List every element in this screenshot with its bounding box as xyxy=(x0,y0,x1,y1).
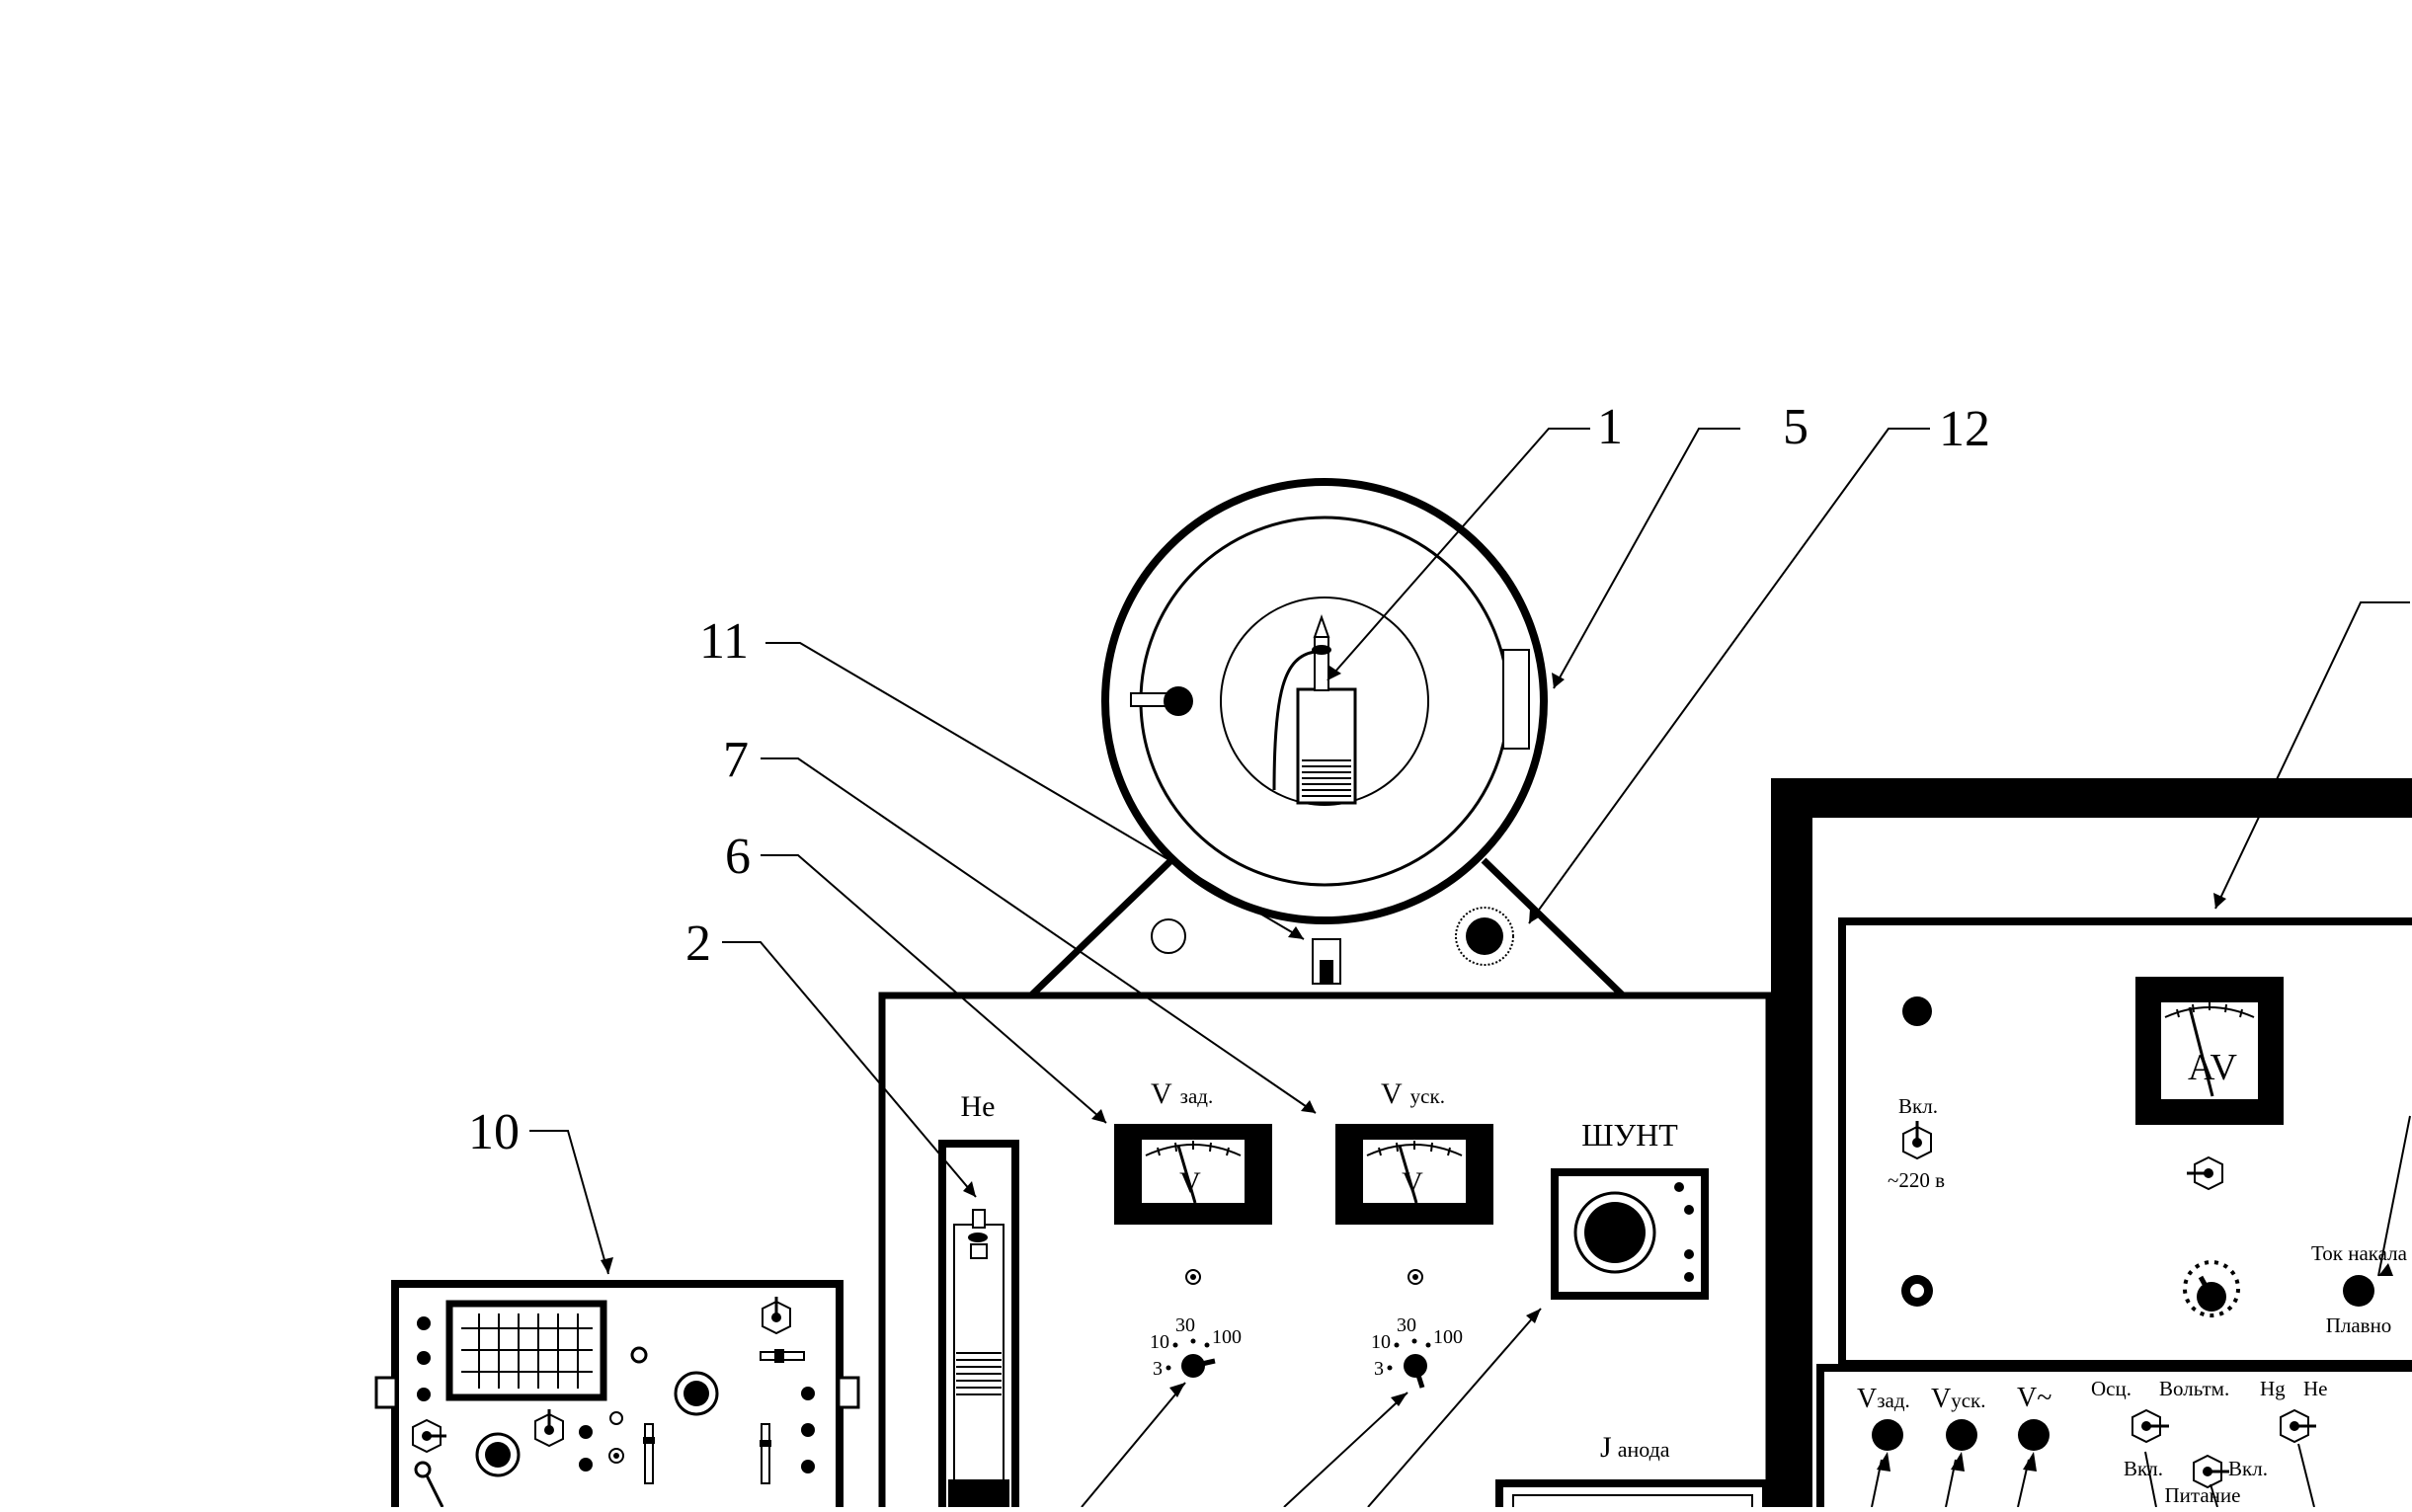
callout-12: 12 xyxy=(1939,401,1990,457)
power-label: ~220 в xyxy=(1888,1168,1945,1192)
strip-hg: Hg xyxy=(2260,1377,2286,1400)
strip-v-ac: V~ xyxy=(2017,1383,2051,1413)
strip-pitanie: Питание xyxy=(2165,1483,2241,1507)
v-zad-indicator xyxy=(1185,1269,1201,1285)
oscilloscope-slider-2[interactable] xyxy=(761,1423,770,1484)
callout-2: 2 xyxy=(685,915,711,972)
v-zad-range-30: 30 xyxy=(1175,1314,1195,1336)
v-usk-label-main: V xyxy=(1381,1077,1403,1110)
stand-right-leg xyxy=(1481,857,1625,997)
svg-text:Vзад.: Vзад. xyxy=(1151,1077,1213,1110)
tok-nakala-knob[interactable] xyxy=(2343,1275,2374,1307)
strip-vkl-2: Вкл. xyxy=(2228,1457,2268,1480)
stand-hole xyxy=(1151,918,1186,954)
svg-text:Vуск.: Vуск. xyxy=(1931,1384,1986,1414)
chamber-outer-ring xyxy=(1101,478,1548,924)
strip-v-zad-sub: зад. xyxy=(1877,1389,1910,1412)
v-usk-indicator xyxy=(1407,1269,1423,1285)
v-zad-meter-symbol: V xyxy=(1179,1166,1201,1199)
he-label: He xyxy=(961,1090,996,1123)
bottom-strip-frame xyxy=(1816,1364,2412,1512)
v-zad-range-10: 10 xyxy=(1150,1331,1169,1353)
av-meter: AV xyxy=(2135,977,2284,1125)
rheostat-knob[interactable] xyxy=(2183,1260,2240,1317)
chamber-left-knob xyxy=(1164,686,1193,716)
tok-nakala-label: Ток накала xyxy=(2311,1241,2408,1265)
chamber-tube xyxy=(1272,613,1357,805)
strip-he: He xyxy=(2303,1377,2328,1400)
callout-5: 5 xyxy=(1783,399,1809,455)
v-zad-range-100: 100 xyxy=(1212,1326,1242,1348)
right-vkl-label: Вкл. xyxy=(1898,1094,1938,1118)
callout-10: 10 xyxy=(468,1104,520,1160)
strip-osc: Осц. xyxy=(2091,1377,2131,1400)
oscilloscope-slider-1[interactable] xyxy=(644,1423,654,1484)
oscilloscope-main-knob[interactable] xyxy=(475,1432,521,1477)
v-usk-range-10: 10 xyxy=(1371,1331,1391,1353)
oscilloscope-frame xyxy=(391,1280,844,1512)
chamber-window xyxy=(1220,597,1429,806)
j-anoda-sub: анода xyxy=(1618,1437,1670,1462)
he-tube-lamp xyxy=(948,1209,1009,1509)
strip-v-ac-jack[interactable] xyxy=(2018,1419,2050,1451)
svg-text:Vзад.: Vзад. xyxy=(1857,1384,1910,1414)
strip-v-usk-main: V xyxy=(1931,1384,1951,1414)
center-cabinet-frame xyxy=(878,992,1773,1512)
plavno-label: Плавно xyxy=(2326,1313,2392,1337)
strip-vkl-1: Вкл. xyxy=(2124,1457,2163,1480)
chamber xyxy=(1029,478,1625,997)
v-usk-range-3: 3 xyxy=(1374,1358,1384,1380)
strip-voltm: Вольтм. xyxy=(2159,1377,2229,1400)
stand-dial-knob xyxy=(1466,917,1503,955)
v-usk-range-selector[interactable]: 10 30 100 3 xyxy=(1371,1314,1463,1389)
callout-1: 1 xyxy=(1597,399,1623,455)
v-zad-range-selector[interactable]: 10 30 100 3 xyxy=(1150,1314,1242,1380)
callout-11: 11 xyxy=(699,613,749,670)
svg-text:Vуск.: Vуск. xyxy=(1381,1077,1445,1110)
j-anoda-main: J xyxy=(1600,1431,1612,1464)
callout-6: 6 xyxy=(725,829,751,885)
shunt-box xyxy=(1551,1168,1709,1300)
oscilloscope xyxy=(374,1280,860,1512)
right-cabinet: AV Вкл. ~220 в Ток накала Плавно Vзад. V… xyxy=(1771,778,2412,1512)
right-panel-lamp xyxy=(1902,996,1932,1026)
v-zad-label-main: V xyxy=(1151,1077,1172,1110)
stand-left-leg xyxy=(1029,857,1174,997)
shunt-label: ШУНТ xyxy=(1581,1117,1678,1153)
callouts xyxy=(529,428,2411,1508)
strip-v-usk-sub: уск. xyxy=(1951,1389,1985,1412)
v-zad-range-3: 3 xyxy=(1153,1358,1163,1380)
v-usk-label-sub: уск. xyxy=(1410,1084,1445,1108)
chamber-latch xyxy=(1502,649,1530,750)
v-usk-meter: V xyxy=(1335,1124,1493,1225)
v-usk-range-30: 30 xyxy=(1397,1314,1416,1336)
v-usk-range-100: 100 xyxy=(1433,1326,1463,1348)
v-zad-label-sub: зад. xyxy=(1180,1084,1214,1108)
av-meter-symbol: AV xyxy=(2188,1047,2238,1088)
callout-arrowheads xyxy=(601,666,2393,1406)
strip-v-zad-jack[interactable] xyxy=(1872,1419,1903,1451)
strip-v-usk-jack[interactable] xyxy=(1946,1419,1977,1451)
v-usk-meter-symbol: V xyxy=(1402,1166,1423,1199)
shunt-knob[interactable] xyxy=(1584,1202,1646,1263)
callout-numbers: 1 5 12 11 7 6 2 10 3 xyxy=(468,399,1990,1160)
strip-v-zad-main: V xyxy=(1857,1384,1877,1414)
v-zad-meter: V xyxy=(1114,1124,1272,1225)
oscilloscope-focus-knob[interactable] xyxy=(674,1371,719,1416)
callout-7: 7 xyxy=(723,732,749,788)
